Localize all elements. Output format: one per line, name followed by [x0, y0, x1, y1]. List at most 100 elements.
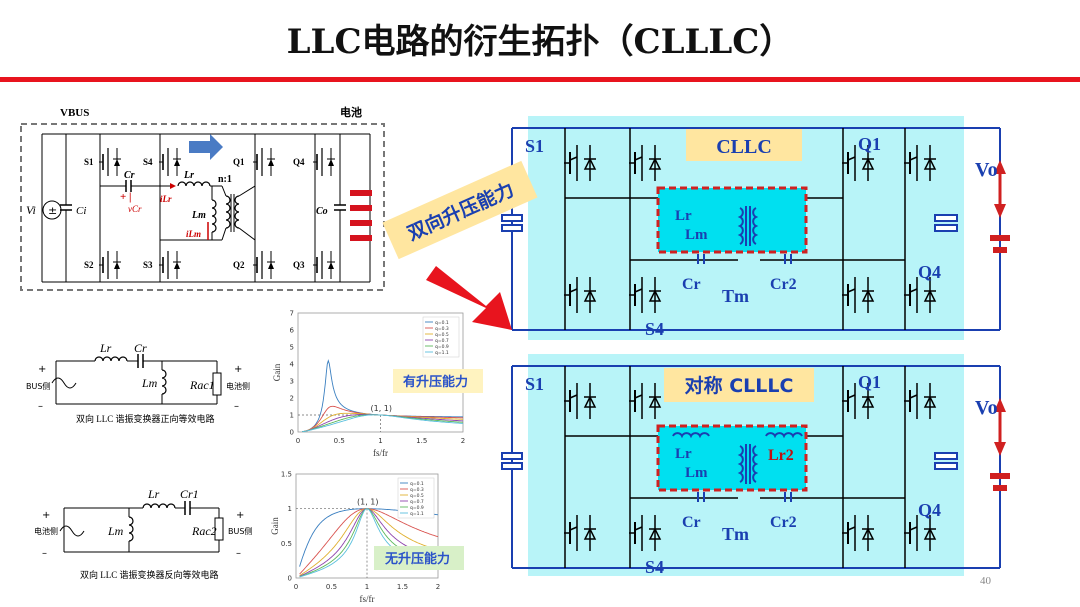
reverse-caption: 双向 LLC 谐振变换器反向等效电路 [80, 569, 219, 580]
cllc-lr: Lr [675, 208, 692, 224]
cr-label: Cr [124, 170, 135, 181]
big-red-arrow [426, 266, 512, 330]
x-tick-label: 0.5 [334, 437, 345, 445]
lr-label: Lr [183, 170, 194, 181]
bidirectional-callout: 双向升压能力 [382, 160, 538, 260]
ilr-label: iLr [160, 194, 172, 204]
legend-label: q=0.1 [410, 481, 424, 487]
vbus-label: VBUS [60, 107, 89, 119]
page-number: 40 [980, 575, 992, 587]
clllc-s1: S1 [525, 374, 544, 394]
reverse-lr: Lr [147, 487, 160, 501]
svg-text:+: + [234, 364, 242, 375]
cllc-tm: Tm [722, 286, 749, 306]
legend-label: q=0.7 [435, 338, 449, 344]
forward-lm: Lm [141, 376, 158, 390]
clllc-lr: Lr [675, 446, 692, 462]
legend-label: q=0.1 [435, 320, 449, 326]
cllc-cr: Cr [682, 276, 701, 293]
q1-label: Q1 [233, 157, 245, 167]
legend-label: q=0.3 [435, 326, 449, 332]
unity-annotation: (1, 1) [357, 498, 379, 507]
s1-label: S1 [84, 157, 94, 167]
forward-cr: Cr [134, 341, 147, 355]
y-tick-label: 7 [290, 310, 294, 318]
legend-label: q=1.1 [435, 350, 449, 356]
reverse-rac: Rac2 [191, 524, 217, 538]
cllc-cr2: Cr2 [770, 276, 797, 293]
lm-label: Lm [191, 210, 206, 221]
y-tick-label: 4 [290, 361, 295, 369]
x-tick-label: 0 [294, 583, 298, 591]
top-left-circuit: VBUS 电池 ± Vi Ci S1 S4 S2 S3 Cr + | [20, 105, 385, 291]
cllc-q4: Q4 [918, 262, 941, 282]
svg-text:+: + [38, 364, 46, 375]
vi-label: Vi [26, 203, 36, 217]
series-line [302, 414, 463, 432]
cllc-s4: S4 [645, 319, 664, 339]
unity-annotation: (1, 1) [371, 404, 393, 413]
forward-lr: Lr [99, 341, 112, 355]
ratio-label: n:1 [218, 174, 232, 185]
y-tick-label: 6 [290, 327, 295, 335]
legend-label: q=0.9 [435, 344, 449, 350]
s2-label: S2 [84, 260, 94, 270]
x-tick-label: 1 [378, 437, 382, 445]
x-tick-label: 2 [436, 583, 440, 591]
clllc-cr: Cr [682, 514, 701, 531]
ci-label: Ci [76, 205, 86, 217]
co-label: Co [316, 206, 328, 217]
y-tick-label: 0 [290, 429, 294, 437]
clllc-label: 对称 CLLLC [685, 374, 794, 397]
forward-rac: Rac1 [189, 378, 215, 392]
legend-box [422, 316, 460, 358]
x-axis-label: fs/fr [360, 594, 375, 604]
legend-label: q=0.5 [435, 332, 449, 338]
legend-label: q=0.5 [410, 493, 424, 499]
ilm-label: iLm [186, 229, 201, 239]
has-boost-text: 有升压能力 [403, 374, 468, 390]
y-tick-label: 1 [288, 505, 292, 513]
reverse-equivalent-circuit: + – + – 电池侧 BUS侧 Lr Cr1 Lm Rac2 双向 LLC 谐… [34, 487, 252, 580]
y-tick-label: 0.5 [281, 540, 292, 548]
y-axis-label: Gain [272, 363, 282, 381]
reverse-lm: Lm [107, 524, 124, 538]
slide-title: LLC电路的衍生拓扑（CLLLC） [286, 22, 794, 62]
svg-text:+: + [42, 510, 50, 521]
legend-label: q=0.7 [410, 499, 424, 505]
legend-label: q=0.3 [410, 487, 424, 493]
y-tick-label: 5 [290, 344, 294, 352]
svg-text:–: – [236, 548, 241, 559]
svg-text:+ |: + | [120, 191, 131, 203]
battery-label: 电池 [340, 105, 362, 119]
q4-label: Q4 [293, 157, 305, 167]
y-tick-label: 1.5 [281, 471, 292, 479]
cllc-label: CLLC [716, 136, 772, 158]
clllc-cr2: Cr2 [770, 514, 797, 531]
reverse-right-port: BUS侧 [228, 526, 252, 536]
clllc-tm: Tm [722, 524, 749, 544]
legend-label: q=0.9 [410, 505, 424, 511]
svg-text:±: ± [48, 204, 57, 217]
symmetric-clllc-circuit: 对称 CLLLC S1 S4 Q1 Q4 Lr Lm Lr2 Cr Cr2 Tm… [501, 354, 1010, 577]
clllc-s4: S4 [645, 557, 664, 577]
cllc-s1: S1 [525, 136, 544, 156]
y-tick-label: 0 [288, 575, 292, 583]
s3-label: S3 [143, 260, 153, 270]
forward-caption: 双向 LLC 谐振变换器正向等效电路 [76, 413, 215, 424]
cllc-vo: Vo [975, 159, 998, 181]
x-tick-label: 1.5 [416, 437, 427, 445]
has-boost-callout: 有升压能力 [393, 369, 483, 393]
no-boost-text: 无升压能力 [384, 551, 450, 567]
reverse-cr: Cr1 [180, 487, 199, 501]
legend-box [397, 477, 435, 519]
q3-label: Q3 [293, 260, 305, 270]
reverse-left-port: 电池侧 [34, 526, 58, 536]
no-boost-callout: 无升压能力 [374, 546, 464, 570]
svg-text:–: – [234, 401, 239, 412]
s4-label: S4 [143, 157, 153, 167]
y-tick-label: 1 [290, 412, 294, 420]
x-tick-label: 1.5 [397, 583, 408, 591]
clllc-q4: Q4 [918, 500, 941, 520]
